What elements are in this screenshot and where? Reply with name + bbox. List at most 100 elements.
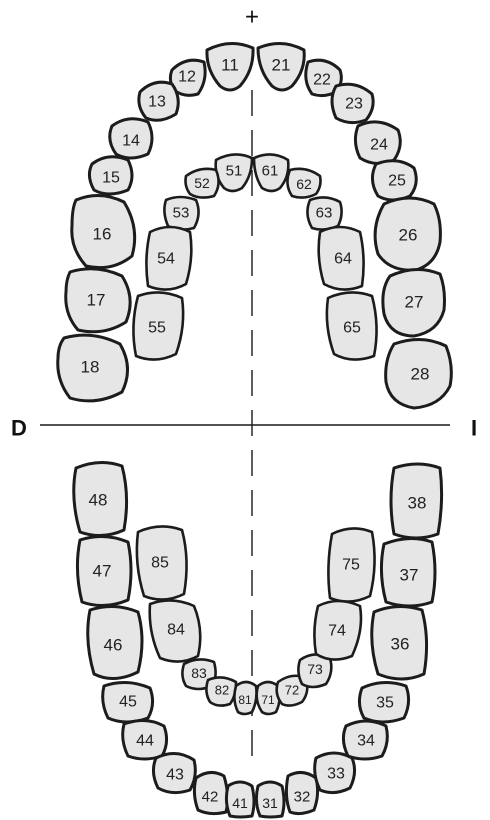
svg-text:52: 52 (194, 175, 210, 191)
svg-text:35: 35 (376, 695, 394, 712)
svg-text:44: 44 (136, 733, 154, 750)
svg-text:73: 73 (307, 661, 323, 677)
tooth-53[interactable]: 53 (163, 195, 200, 231)
svg-text:17: 17 (87, 291, 106, 310)
svg-text:62: 62 (296, 176, 312, 192)
tooth-52[interactable]: 52 (184, 167, 220, 199)
tooth-55[interactable]: 55 (132, 291, 185, 361)
tooth-54[interactable]: 54 (145, 225, 193, 291)
svg-text:41: 41 (232, 795, 248, 811)
left-label: D (11, 416, 27, 441)
svg-text:55: 55 (148, 320, 166, 337)
svg-text:15: 15 (102, 170, 120, 187)
svg-text:18: 18 (81, 358, 100, 377)
tooth-34[interactable]: 34 (341, 719, 389, 761)
tooth-35[interactable]: 35 (357, 681, 411, 724)
svg-text:33: 33 (327, 766, 345, 783)
svg-text:65: 65 (343, 320, 361, 337)
tooth-31[interactable]: 31 (254, 780, 286, 819)
tooth-13[interactable]: 13 (137, 80, 180, 122)
tooth-16[interactable]: 16 (70, 194, 137, 270)
svg-text:11: 11 (221, 56, 239, 75)
tooth-17[interactable]: 17 (64, 267, 132, 334)
svg-text:27: 27 (405, 293, 424, 312)
top-label: + (245, 4, 259, 31)
svg-text:46: 46 (104, 636, 123, 655)
tooth-44[interactable]: 44 (121, 719, 169, 761)
tooth-51[interactable]: 51 (214, 153, 254, 193)
tooth-71[interactable]: 71 (255, 680, 281, 716)
svg-text:64: 64 (334, 251, 352, 268)
svg-text:34: 34 (357, 733, 375, 750)
tooth-63[interactable]: 63 (306, 196, 343, 231)
svg-text:72: 72 (285, 683, 299, 698)
svg-text:48: 48 (89, 491, 108, 510)
tooth-65[interactable]: 65 (325, 291, 378, 361)
svg-text:71: 71 (261, 693, 275, 707)
tooth-64[interactable]: 64 (317, 225, 365, 291)
tooth-47[interactable]: 47 (75, 535, 133, 607)
svg-text:61: 61 (262, 163, 279, 180)
svg-text:84: 84 (167, 622, 185, 639)
svg-text:75: 75 (342, 557, 360, 574)
tooth-18[interactable]: 18 (56, 333, 129, 403)
tooth-62[interactable]: 62 (286, 167, 322, 199)
svg-text:24: 24 (370, 137, 388, 154)
tooth-81[interactable]: 81 (233, 680, 258, 716)
tooth-36[interactable]: 36 (370, 605, 429, 681)
tooth-24[interactable]: 24 (353, 120, 402, 165)
right-label: I (471, 416, 477, 441)
tooth-32[interactable]: 32 (284, 771, 320, 816)
tooth-33[interactable]: 33 (313, 751, 357, 795)
svg-text:14: 14 (122, 133, 140, 150)
svg-text:45: 45 (119, 694, 137, 711)
svg-text:36: 36 (391, 635, 410, 654)
tooth-42[interactable]: 42 (192, 771, 230, 816)
tooth-82[interactable]: 82 (205, 676, 238, 707)
svg-text:22: 22 (313, 72, 331, 89)
tooth-25[interactable]: 25 (371, 159, 418, 202)
tooth-48[interactable]: 48 (72, 461, 129, 537)
tooth-14[interactable]: 14 (108, 117, 154, 160)
tooth-38[interactable]: 38 (389, 462, 444, 540)
svg-text:16: 16 (93, 225, 112, 244)
tooth-84[interactable]: 84 (148, 599, 202, 663)
svg-text:37: 37 (400, 566, 419, 585)
tooth-21[interactable]: 21 (256, 42, 306, 92)
tooth-85[interactable]: 85 (135, 525, 188, 601)
svg-text:21: 21 (272, 56, 291, 75)
svg-text:51: 51 (226, 163, 243, 180)
tooth-26[interactable]: 26 (373, 196, 442, 272)
svg-text:32: 32 (294, 789, 311, 806)
svg-text:25: 25 (388, 173, 406, 190)
tooth-15[interactable]: 15 (87, 155, 134, 196)
svg-text:83: 83 (191, 665, 207, 681)
svg-text:31: 31 (262, 795, 278, 811)
tooth-43[interactable]: 43 (151, 752, 197, 795)
svg-text:74: 74 (328, 623, 346, 640)
svg-text:47: 47 (93, 562, 112, 581)
svg-text:54: 54 (157, 251, 175, 268)
tooth-41[interactable]: 41 (224, 780, 256, 819)
svg-text:85: 85 (151, 555, 169, 572)
tooth-75[interactable]: 75 (327, 527, 376, 603)
tooth-74[interactable]: 74 (313, 599, 363, 661)
svg-text:42: 42 (202, 789, 219, 806)
tooth-37[interactable]: 37 (379, 537, 437, 608)
svg-text:12: 12 (178, 69, 196, 86)
tooth-46[interactable]: 46 (86, 605, 144, 680)
tooth-45[interactable]: 45 (101, 681, 155, 724)
svg-text:82: 82 (215, 683, 229, 698)
svg-text:13: 13 (148, 94, 166, 111)
tooth-28[interactable]: 28 (384, 338, 453, 410)
svg-text:81: 81 (238, 693, 252, 707)
tooth-61[interactable]: 61 (252, 153, 290, 193)
tooth-11[interactable]: 11 (205, 42, 255, 92)
tooth-23[interactable]: 23 (330, 82, 375, 125)
svg-text:28: 28 (411, 365, 430, 384)
tooth-27[interactable]: 27 (381, 268, 446, 338)
svg-text:63: 63 (316, 205, 333, 222)
svg-text:43: 43 (166, 767, 184, 784)
svg-text:53: 53 (173, 205, 190, 222)
